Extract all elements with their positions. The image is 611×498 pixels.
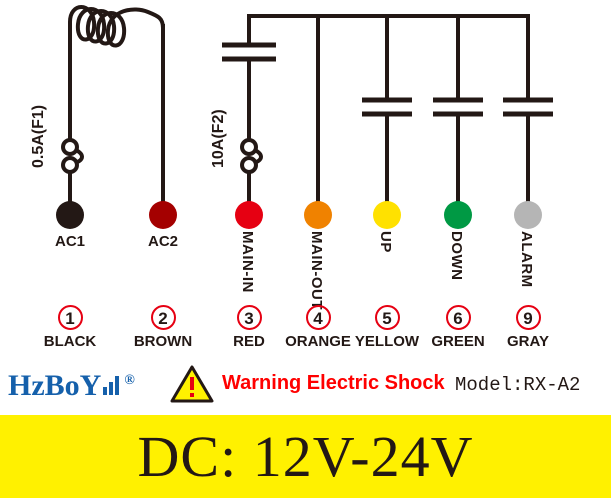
voltage-banner-text: DC: 12V-24V (137, 424, 474, 489)
wire-color-name-1: BLACK (43, 333, 97, 350)
f1-knob-bottom (61, 156, 79, 174)
terminal-dot-ac1 (56, 201, 84, 229)
pin-block-1: 1 BLACK (25, 305, 115, 350)
terminal-dot-alarm (514, 201, 542, 229)
pin-block-5: 5 YELLOW (342, 305, 432, 350)
f1-knob-top (61, 138, 79, 156)
pin-number-6: 6 (445, 305, 471, 330)
terminal-dot-down (444, 201, 472, 229)
terminal-dot-main-out (304, 201, 332, 229)
footer: HzBoY ® Warning Electric Shock Model:RX-A… (0, 360, 611, 415)
pin-block-2: 2 BROWN (118, 305, 208, 350)
pin-number-5: 5 (374, 305, 400, 330)
warning-text: Warning Electric Shock (222, 372, 445, 394)
pin-number-9: 9 (515, 305, 541, 330)
terminal-label-alarm: ALARM (518, 231, 535, 288)
wiring-diagram: 0.5A(F1) 10A(F2) AC1 AC2 MAIN-IN MAIN-OU… (25, 5, 573, 350)
brand-logo: HzBoY ® (8, 366, 135, 401)
fuse-label-f2: 10A(F2) (210, 109, 227, 168)
warning-triangle-icon (170, 365, 214, 408)
terminal-label-ac2: AC2 (147, 233, 178, 250)
wire-color-name-5: YELLOW (354, 333, 420, 350)
wire-color-name-3: RED (233, 333, 265, 350)
wire-color-name-6: GREEN (431, 333, 485, 350)
f2-knob-bottom (240, 156, 258, 174)
wire-color-name-9: GRAY (507, 333, 549, 350)
terminal-dot-up (373, 201, 401, 229)
pin-block-6: 6 GREEN (413, 305, 503, 350)
terminal-dot-main-in (235, 201, 263, 229)
terminal-label-main-out: MAIN-OUT (308, 231, 325, 310)
terminal-label-down: DOWN (448, 231, 465, 281)
terminal-label-up: UP (377, 231, 394, 253)
model-label: Model:RX-A2 (455, 374, 581, 396)
pin-number-1: 1 (57, 305, 83, 330)
terminal-label-main-in: MAIN-IN (239, 231, 256, 293)
brand-name-text: HzBoY (8, 369, 102, 402)
pin-block-3: 3 RED (204, 305, 294, 350)
f2-knob-top (240, 138, 258, 156)
pin-number-2: 2 (150, 305, 176, 330)
wire-color-name-4: ORANGE (285, 333, 351, 350)
inductor-coil (68, 5, 165, 48)
terminal-label-ac1: AC1 (54, 233, 85, 250)
pin-number-4: 4 (305, 305, 331, 330)
registered-trademark-symbol: ® (124, 373, 135, 388)
terminal-dot-ac2 (149, 201, 177, 229)
pin-block-4: 4 ORANGE (273, 305, 363, 350)
wire-color-name-2: BROWN (133, 333, 193, 350)
pin-number-3: 3 (236, 305, 262, 330)
pin-block-9: 9 GRAY (483, 305, 573, 350)
voltage-banner: DC: 12V-24V (0, 415, 611, 498)
circuit-schematic (56, 5, 553, 229)
signal-bars-icon (102, 371, 124, 401)
fuse-label-f1: 0.5A(F1) (30, 104, 47, 168)
